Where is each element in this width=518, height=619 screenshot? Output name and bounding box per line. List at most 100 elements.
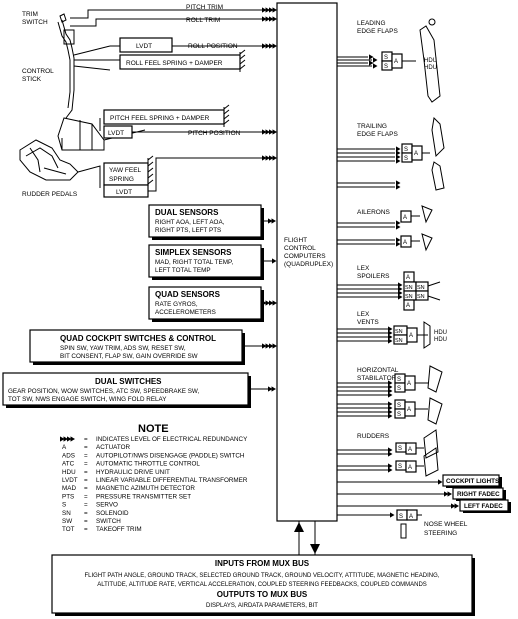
leading-edge-label-2: EDGE FLAPS [357, 28, 398, 35]
lex-vent-icon [417, 321, 431, 349]
note-row: = INDICATES LEVEL OF ELECTRICAL REDUNDANC… [60, 436, 248, 443]
output-left-fadec: LEFT FADEC [337, 499, 511, 513]
rudder-servo-2: S [398, 464, 402, 470]
mux-bus: INPUTS FROM MUX BUS FLIGHT PATH ANGLE, G… [51, 521, 475, 616]
output-horizontal-stabilators: HORIZONTAL STABILATORS S S A S S A [337, 365, 443, 425]
roll-position-label: ROLL POSITION [188, 43, 238, 50]
output-ailerons: AILERONS A A [337, 205, 433, 252]
note-equals: = [84, 526, 88, 533]
note-equals: = [84, 510, 88, 517]
note-abbr: SN [62, 510, 71, 517]
dual-sensors-title: DUAL SENSORS [155, 208, 219, 217]
stab-actuator-2: A [407, 407, 411, 413]
fcc-label-1: FLIGHT [284, 237, 307, 244]
nose-wheel-icon [400, 523, 407, 539]
note-equals: = [84, 444, 88, 451]
control-stick-label-2: STICK [22, 76, 42, 83]
trailing-edge-label-2: EDGE FLAPS [357, 131, 398, 138]
note-definition: AUTOPILOT/NWS DISENGAGE (PADDLE) SWITCH [96, 452, 245, 459]
spoiler-actuator-top: A [406, 275, 410, 281]
left-fadec-label: LEFT FADEC [464, 503, 503, 510]
lvdt-roll-label: LVDT [136, 43, 152, 50]
note-row: SW=SWITCH [62, 518, 121, 525]
note-legend: NOTE = INDICATES LEVEL OF ELECTRICAL REDU… [60, 423, 248, 533]
lef-actuator: A [394, 59, 398, 65]
note-equals: = [84, 518, 88, 525]
lex-spoilers-label-2: SPOILERS [357, 273, 390, 280]
quad-cockpit-switches: QUAD COCKPIT SWITCHES & CONTROL SPIN SW,… [29, 329, 277, 365]
simplex-sensors-line-2: LEFT TOTAL TEMP [155, 267, 211, 274]
note-abbr: TOT [62, 526, 75, 533]
stab-servo-1: S [397, 377, 401, 383]
lvdt-roll-box [119, 37, 173, 53]
stab-servo-2: S [397, 386, 401, 392]
nws-actuator: A [409, 514, 413, 520]
note-abbr: LVDT [62, 477, 78, 484]
output-lex-spoilers: LEX SPOILERS A SN SN SN SN A [337, 265, 441, 311]
spoiler-actuator-bottom: A [406, 303, 410, 309]
control-stick-label-1: CONTROL [22, 68, 54, 75]
stabilators-label-2: STABILATORS [357, 375, 401, 382]
aileron-surface-icon [421, 205, 433, 252]
pitch-feel-label: PITCH FEEL SPRING + DAMPER [110, 115, 210, 122]
note-abbr: MAD [62, 485, 76, 492]
note-equals: = [84, 502, 88, 509]
note-abbr: ADS [62, 452, 75, 459]
lex-vents-label-2: VENTS [357, 319, 379, 326]
roll-feel-label: ROLL FEEL SPRING + DAMPER [126, 60, 223, 67]
quad-cockpit-title: QUAD COCKPIT SWITCHES & CONTROL [60, 334, 216, 343]
lex-vents-label-1: LEX [357, 311, 370, 318]
spoiler-sn-4: SN [417, 294, 425, 300]
quad-sensors: QUAD SENSORS RATE GYROS, ACCELEROMETERS [148, 286, 277, 322]
pitch-position-label: PITCH POSITION [188, 130, 241, 137]
note-row: HDU=HYDRAULIC DRIVE UNIT [62, 469, 170, 476]
stab-actuator-1: A [407, 381, 411, 387]
rudder-surface-icon [423, 429, 439, 477]
note-row: A=ACTUATOR [62, 444, 131, 451]
output-lex-vents: LEX VENTS SN SN A HDU HDU [337, 311, 447, 349]
note-abbr: ATC [62, 461, 75, 468]
quad-sensors-line-2: ACCELEROMETERS [155, 309, 216, 316]
spoiler-surface-icon [427, 281, 441, 301]
mux-inputs-line-2: ALTITUDE, ALTITUDE RATE, VERTICAL ACCELE… [97, 582, 427, 588]
flight-control-computers: FLIGHT CONTROL COMPUTERS (QUADRUPLEX) [276, 2, 338, 522]
dual-switches-line-1: GEAR POSITION, WOW SWITCHES, ATC SW, SPE… [8, 388, 200, 395]
note-equals: = [84, 452, 88, 459]
note-definition: MAGNETIC AZIMUTH DETECTOR [96, 485, 195, 492]
mux-inputs-title: INPUTS FROM MUX BUS [215, 559, 310, 568]
note-definition: SERVO [96, 502, 118, 509]
note-abbr: S [62, 502, 66, 509]
pilot-inputs: TRIM SWITCH CONTROL STICK RUDDER PEDALS … [19, 4, 277, 198]
fcc-label-3: COMPUTERS [284, 253, 326, 260]
note-definition: HYDRAULIC DRIVE UNIT [96, 469, 170, 476]
lef-hdu-2: HDU [424, 65, 437, 71]
note-row: ATC = AUTOMATIC THROTTLE CONTROL [62, 461, 200, 468]
vent-hdu-2: HDU [434, 337, 447, 343]
output-leading-edge-flaps: LEADING EDGE FLAPS S S A HDU HDU [337, 18, 441, 103]
stabilator-surface-icon [427, 365, 443, 425]
dual-sensors-line-2: RIGHT PTS, LEFT PTS [155, 227, 221, 234]
redundancy-arrow-icon [60, 436, 75, 442]
dual-sensors: DUAL SENSORS RIGHT AOA, LEFT AOA, RIGHT … [148, 204, 276, 240]
note-row: ADS = AUTOPILOT/NWS DISENGAGE (PADDLE) SWI… [62, 452, 245, 459]
note-definition: INDICATES LEVEL OF ELECTRICAL REDUNDANCY [96, 436, 248, 443]
lex-spoilers-label-1: LEX [357, 265, 370, 272]
note-title: NOTE [138, 423, 169, 435]
note-equals: = [84, 461, 88, 468]
note-abbr: PTS [62, 493, 74, 500]
quad-cockpit-line-2: BIT CONSENT, FLAP SW, GAIN OVERRIDE SW [60, 353, 198, 360]
note-definition: AUTOMATIC THROTTLE CONTROL [96, 461, 200, 468]
nose-wheel-label-2: STEERING [424, 530, 457, 537]
note-row: MAD=MAGNETIC AZIMUTH DETECTOR [62, 485, 195, 492]
note-definition: SOLENOID [96, 510, 129, 517]
vent-sn-1: SN [395, 329, 403, 335]
tef-servo-top: S [404, 147, 408, 153]
note-definition: PRESSURE TRANSMITTER SET [96, 493, 191, 500]
trailing-edge-label-1: TRAILING [357, 123, 387, 130]
quad-cockpit-line-1: SPIN SW, YAW TRIM, ADS SW, RESET SW, [60, 345, 186, 352]
note-definition: SWITCH [96, 518, 121, 525]
note-equals: = [84, 436, 88, 443]
dual-switches-line-2: TOT SW, NWS ENGAGE SWITCH, WING FOLD REL… [8, 396, 167, 403]
note-row: LVDT=LINEAR VARIABLE DIFFERENTIAL TRANSF… [62, 477, 248, 484]
